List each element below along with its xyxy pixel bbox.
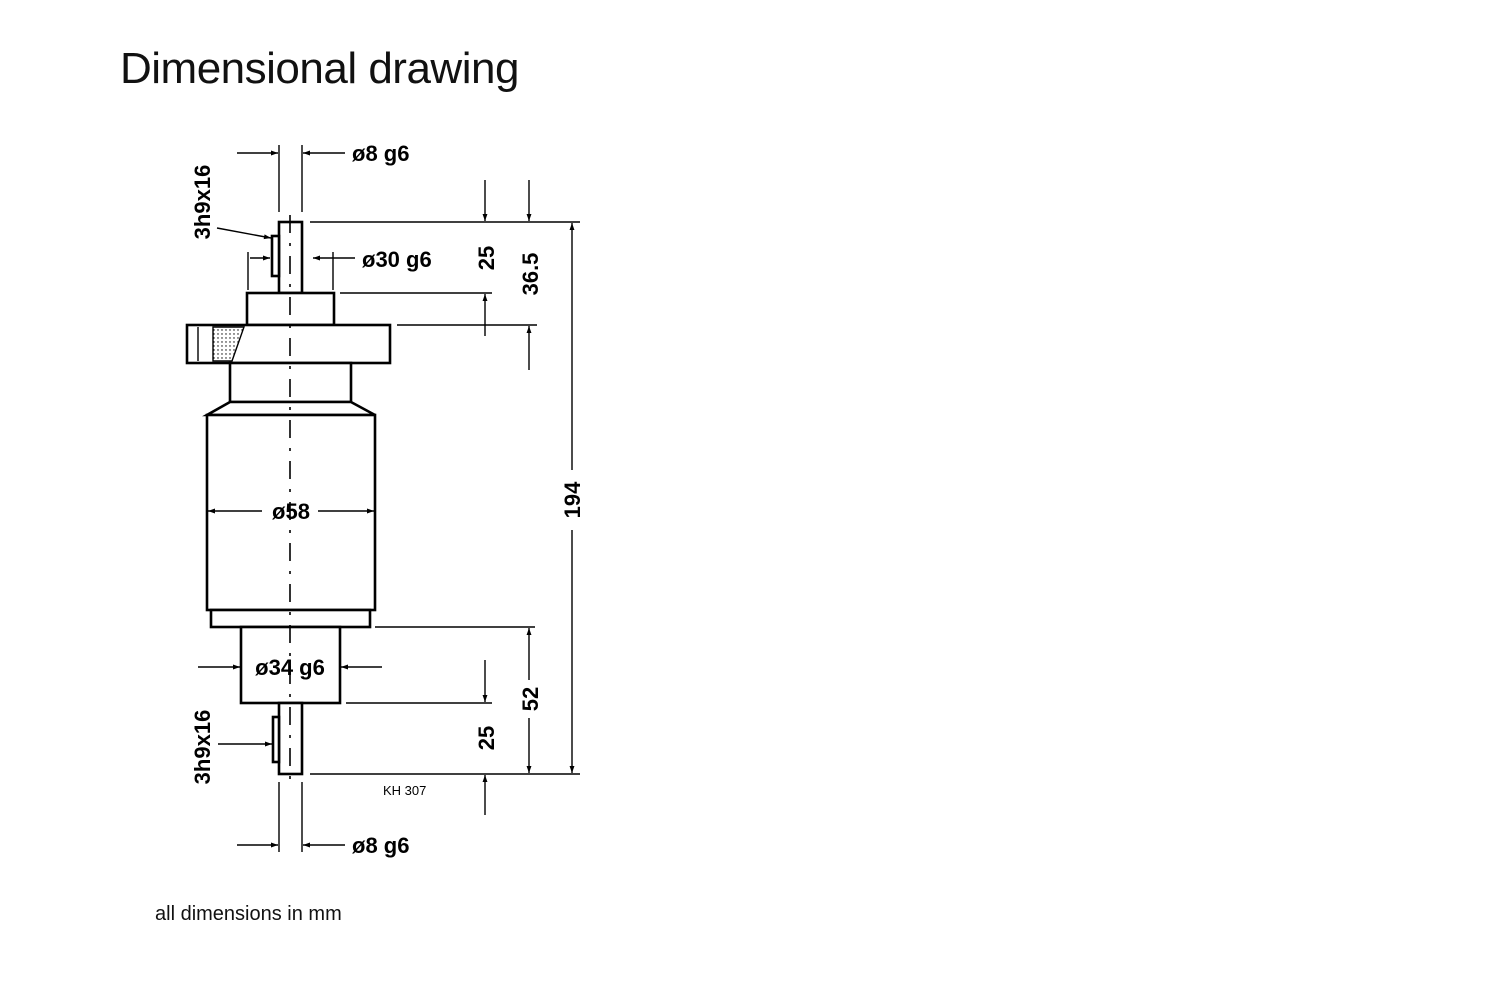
page-title: Dimensional drawing bbox=[120, 44, 519, 93]
part-outline bbox=[185, 215, 392, 782]
top-key-label: 3h9x16 bbox=[190, 165, 215, 240]
collar-diameter-label: ø30 g6 bbox=[362, 247, 432, 272]
flange-hatched-section bbox=[212, 326, 245, 362]
overall-length-label: 194 bbox=[560, 481, 585, 518]
bottom-key bbox=[271, 715, 281, 764]
lower-key-label: 3h9x16 bbox=[190, 710, 215, 785]
flange-offset-label: 36.5 bbox=[518, 253, 543, 296]
dimension-lines bbox=[198, 145, 580, 852]
body-diameter-label: ø58 bbox=[272, 499, 310, 524]
units-note: all dimensions in mm bbox=[155, 903, 342, 925]
lower-section-length-label: 52 bbox=[518, 687, 543, 711]
bottom-shaft-diameter-label: ø8 g6 bbox=[352, 833, 409, 858]
drawing-id: KH 307 bbox=[383, 783, 426, 798]
top-shaft-diameter-label: ø8 g6 bbox=[352, 141, 409, 166]
body bbox=[205, 413, 377, 612]
lower-collar-diameter-label: ø34 g6 bbox=[255, 655, 325, 680]
taper bbox=[202, 400, 376, 417]
lower-shaft-length-label: 25 bbox=[474, 726, 499, 750]
top-shaft-length-label: 25 bbox=[474, 246, 499, 270]
top-key bbox=[270, 234, 281, 278]
